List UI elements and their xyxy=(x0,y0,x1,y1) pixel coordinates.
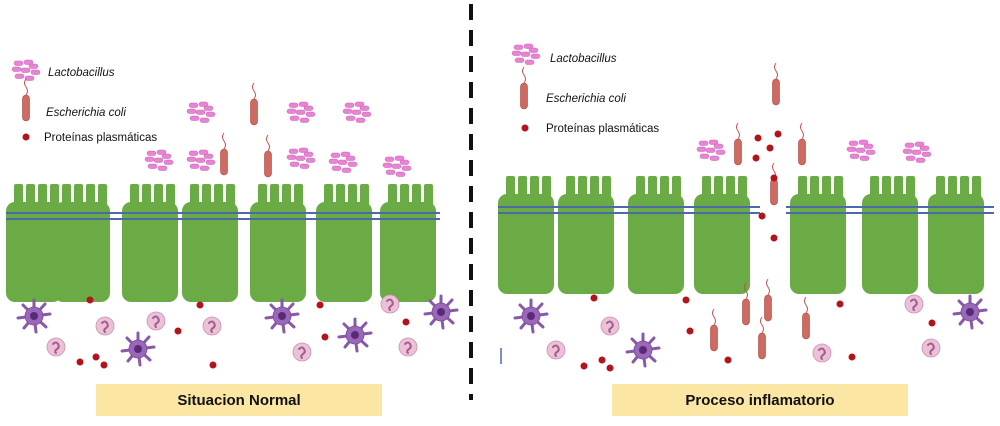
plasma-protein-icon xyxy=(928,319,936,327)
lamina-propria-inflamed xyxy=(500,278,988,372)
plasma-protein-icon xyxy=(770,234,778,242)
plasma-protein-icon xyxy=(86,296,94,304)
legend-inflamed: Lactobacillus Escherichia coli Proteínas… xyxy=(511,43,659,135)
plasma-protein-icon xyxy=(521,124,529,132)
lamina-propria-normal xyxy=(16,294,459,369)
plasma-protein-icon xyxy=(321,333,329,341)
caption-normal: Situacion Normal xyxy=(96,384,382,416)
legend-ecoli-label: Escherichia coli xyxy=(46,107,126,119)
plasma-protein-icon xyxy=(100,361,108,369)
plasma-protein-icon xyxy=(848,353,856,361)
plasma-protein-icon xyxy=(682,296,690,304)
caption-inflamed: Proceso inflamatorio xyxy=(612,384,908,416)
panel-inflamed: Lactobacillus Escherichia coli Proteínas… xyxy=(498,43,994,372)
plasma-protein-icon xyxy=(590,294,598,302)
epithelium-inflamed xyxy=(498,176,994,294)
plasma-protein-icon xyxy=(752,154,760,162)
panel-normal: Lactobacillus Escherichia coli Proteínas… xyxy=(6,59,459,369)
plasma-protein-icon xyxy=(316,301,324,309)
lumen-bacteria-normal xyxy=(144,82,412,178)
legend-normal: Lactobacillus Escherichia coli Proteínas… xyxy=(11,59,157,144)
plasma-protein-icon xyxy=(774,130,782,138)
plasma-protein-icon xyxy=(770,174,778,182)
plasma-protein-icon xyxy=(580,362,588,370)
epithelium-normal xyxy=(6,184,440,302)
plasma-protein-icon xyxy=(402,318,410,326)
legend-lactobacillus-label: Lactobacillus xyxy=(550,53,617,65)
legend-proteins-label: Proteínas plasmáticas xyxy=(44,132,157,144)
legend-proteins-label: Proteínas plasmáticas xyxy=(546,123,659,135)
plasma-protein-icon xyxy=(606,364,614,372)
lumen-bacteria-inflamed xyxy=(696,62,932,242)
legend-ecoli-label: Escherichia coli xyxy=(546,93,626,105)
plasma-protein-icon xyxy=(758,212,766,220)
plasma-protein-icon xyxy=(724,356,732,364)
plasma-protein-icon xyxy=(598,356,606,364)
plasma-protein-icon xyxy=(754,134,762,142)
plasma-protein-icon xyxy=(174,327,182,335)
plasma-protein-icon xyxy=(76,358,84,366)
plasma-protein-icon xyxy=(196,301,204,309)
plasma-protein-icon xyxy=(836,300,844,308)
legend-lactobacillus-label: Lactobacillus xyxy=(48,67,115,79)
plasma-protein-icon xyxy=(686,327,694,335)
plasma-protein-icon xyxy=(766,144,774,152)
plasma-protein-icon xyxy=(22,133,30,141)
plasma-protein-icon xyxy=(209,361,217,369)
plasma-protein-icon xyxy=(92,353,100,361)
